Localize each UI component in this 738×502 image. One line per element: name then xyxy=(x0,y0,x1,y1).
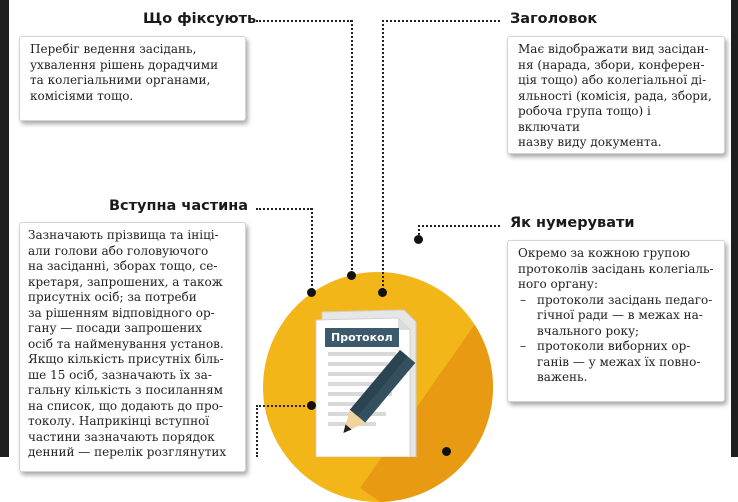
connector-dot xyxy=(414,235,423,244)
box-intro: Зазначають прізвища та ініці- али голови… xyxy=(19,222,246,472)
connector-what-records-h xyxy=(256,20,352,22)
document-label: Протокол xyxy=(325,328,399,347)
intro-text: Зазначають прізвища та ініці- али голови… xyxy=(28,228,227,459)
connector-bottom-h xyxy=(256,405,312,407)
connector-bottom-v xyxy=(256,405,258,457)
numbering-text: Окремо за кожною групою протоколів засід… xyxy=(518,246,714,291)
infographic: Протокол Що фіксують Заголовок Вступна ч… xyxy=(0,0,738,457)
connector-title-v xyxy=(382,20,384,290)
right-edge-strip xyxy=(731,0,738,457)
box-title: Має відображати вид засідан- ня (нарада,… xyxy=(507,36,725,154)
left-edge-strip xyxy=(0,0,9,457)
connector-dot xyxy=(347,271,356,280)
connector-intro-v xyxy=(311,208,313,290)
connector-numbering-v xyxy=(418,225,420,239)
connector-intro-h xyxy=(256,208,312,210)
title-text: Має відображати вид засідан- ня (нарада,… xyxy=(518,42,712,149)
box-numbering: Окремо за кожною групою протоколів засід… xyxy=(507,240,725,402)
numbering-item: протоколи засідань педаго- гічної ради —… xyxy=(518,293,714,340)
numbering-list: протоколи засідань педаго- гічної ради —… xyxy=(518,293,714,386)
connector-title-h xyxy=(382,20,500,22)
heading-title: Заголовок xyxy=(510,11,598,27)
box-what-records: Перебіг ведення засідань, ухвалення ріше… xyxy=(19,36,246,121)
connector-dot xyxy=(378,288,387,297)
document-pencil-icon xyxy=(315,309,417,457)
connector-numbering-h xyxy=(418,225,500,227)
heading-what-records: Що фіксують xyxy=(143,11,257,27)
connector-dot xyxy=(307,401,316,410)
connector-dot xyxy=(442,447,451,456)
connector-what-records-v xyxy=(351,20,353,274)
what-records-text: Перебіг ведення засідань, ухвалення ріше… xyxy=(30,42,219,103)
connector-dot xyxy=(307,288,316,297)
heading-intro: Вступна частина xyxy=(109,198,249,214)
numbering-item: протоколи виборних ор- ганів — у межах ї… xyxy=(518,339,714,386)
heading-numbering: Як нумерувати xyxy=(510,215,635,231)
